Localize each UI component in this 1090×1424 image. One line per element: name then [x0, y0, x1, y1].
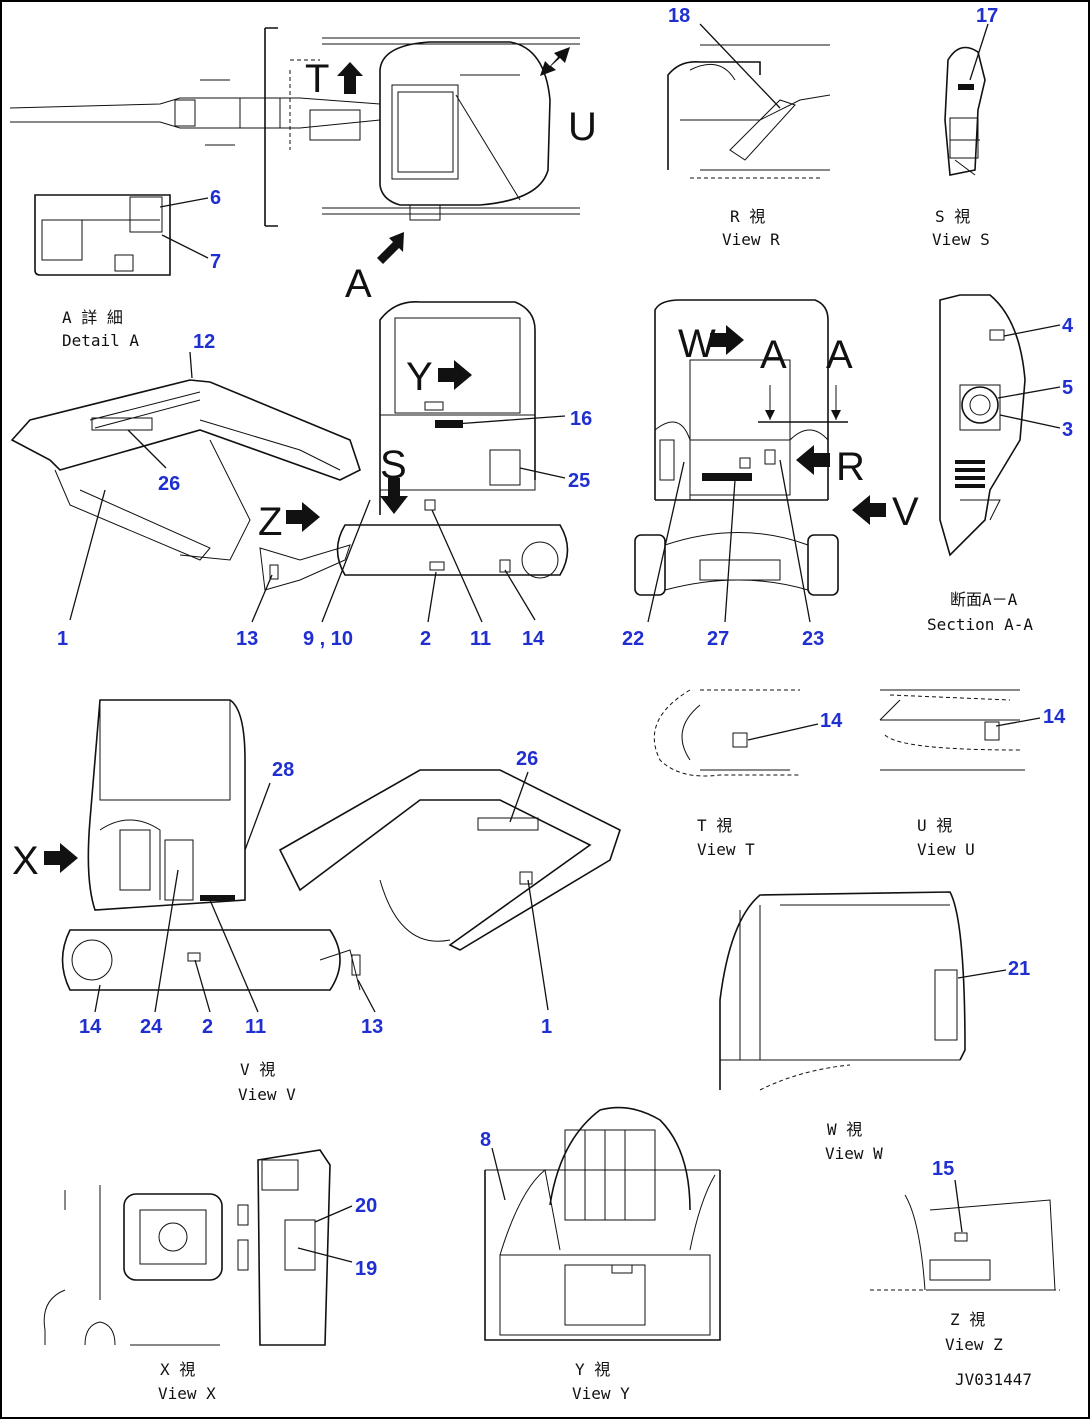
view-w-caption-en: View W	[825, 1144, 883, 1163]
callout-26-side: 26	[158, 473, 180, 495]
callout-13-v: 13	[361, 1016, 383, 1038]
front-view-drawing	[634, 299, 848, 623]
callout-26-v: 26	[516, 748, 538, 770]
view-s-drawing	[944, 23, 989, 176]
callout-11-v: 11	[245, 1016, 266, 1038]
view-t-caption-jp: T 視	[697, 816, 732, 835]
callout-17: 17	[976, 5, 998, 27]
view-x-caption-en: View X	[158, 1384, 216, 1403]
callout-24: 24	[140, 1016, 163, 1038]
view-v-caption-en: View V	[238, 1085, 296, 1104]
callout-1-side: 1	[57, 628, 68, 650]
callout-11-side: 11	[470, 628, 491, 650]
section-aa-caption-en: Section A-A	[927, 615, 1033, 634]
callout-18: 18	[668, 5, 690, 27]
view-v-arrow: V	[852, 490, 919, 534]
svg-text:V: V	[892, 490, 919, 534]
section-aa-drawing	[939, 294, 1061, 557]
view-t-arrow: T	[305, 57, 363, 101]
callout-1-v: 1	[541, 1016, 552, 1038]
view-u-caption-en: View U	[917, 840, 975, 859]
callout-7: 7	[210, 251, 221, 273]
view-u-arrow: U	[540, 47, 597, 149]
detail-a-caption-en: Detail A	[62, 331, 139, 350]
view-s-caption-jp: S 視	[935, 207, 970, 226]
view-z-caption-en: View Z	[945, 1335, 1003, 1354]
svg-text:W: W	[678, 322, 716, 366]
callout-2-v: 2	[202, 1016, 213, 1038]
view-w-arrow: W	[678, 322, 744, 366]
callout-13-side: 13	[236, 628, 258, 650]
callout-14-side: 14	[522, 628, 545, 650]
svg-text:X: X	[12, 839, 39, 883]
callout-27: 27	[707, 628, 729, 650]
view-u-caption-jp: U 視	[917, 816, 952, 835]
view-r-caption-jp: R 視	[730, 207, 765, 226]
view-w-drawing	[719, 891, 1007, 1091]
view-x-caption-jp: X 視	[160, 1360, 195, 1379]
section-aa-caption-jp: 断面A－A	[950, 590, 1018, 609]
svg-text:U: U	[568, 105, 597, 149]
callout-22: 22	[622, 628, 644, 650]
callout-16: 16	[570, 408, 592, 430]
view-x-drawing	[43, 1149, 353, 1346]
callout-19: 19	[355, 1258, 377, 1280]
detail-a-caption-jp: A 詳 細	[62, 308, 123, 327]
svg-text:A: A	[345, 262, 372, 306]
svg-text:Z: Z	[258, 500, 282, 544]
callout-6: 6	[210, 187, 221, 209]
view-u-drawing	[879, 689, 1041, 771]
section-mark-a-right: A	[826, 333, 853, 377]
view-z-arrow: Z	[258, 500, 320, 544]
svg-text:T: T	[305, 57, 329, 101]
view-a-arrow: A	[345, 232, 404, 306]
svg-text:Y: Y	[406, 355, 433, 399]
callout-15: 15	[932, 1158, 954, 1180]
callout-2-side: 2	[420, 628, 431, 650]
view-r-drawing	[667, 23, 831, 179]
callout-28: 28	[272, 759, 294, 781]
callout-3: 3	[1062, 419, 1073, 441]
callout-4: 4	[1062, 315, 1074, 337]
view-z-drawing	[870, 1179, 1060, 1291]
callout-21: 21	[1008, 958, 1030, 980]
callout-14-t: 14	[820, 710, 843, 732]
svg-text:R: R	[836, 445, 865, 489]
callout-20: 20	[355, 1195, 377, 1217]
view-w-caption-jp: W 視	[827, 1120, 862, 1139]
callout-25: 25	[568, 470, 590, 492]
detail-a-drawing	[34, 194, 209, 276]
callout-23: 23	[802, 628, 824, 650]
callout-14-v: 14	[79, 1016, 102, 1038]
view-s-arrow: S	[380, 443, 408, 514]
view-z-caption-jp: Z 視	[950, 1310, 985, 1329]
callout-9-10: 9 , 10	[303, 628, 353, 650]
section-mark-a-left: A	[760, 333, 787, 377]
view-x-arrow: X	[12, 839, 78, 883]
drawing-code: JV031447	[955, 1370, 1032, 1389]
view-y-caption-jp: Y 視	[575, 1360, 610, 1379]
view-y-caption-en: View Y	[572, 1384, 630, 1403]
callout-5: 5	[1062, 377, 1073, 399]
callout-12: 12	[193, 331, 215, 353]
callout-14-u: 14	[1043, 706, 1066, 728]
view-y-drawing	[484, 1106, 721, 1341]
view-y-arrow: Y	[406, 355, 472, 399]
callout-8: 8	[480, 1129, 491, 1151]
side-view-drawing	[10, 301, 569, 623]
view-r-arrow: R	[796, 445, 865, 489]
view-v-drawing	[61, 699, 621, 1013]
top-view-drawing	[9, 27, 580, 227]
view-t-drawing	[653, 689, 819, 777]
view-r-caption-en: View R	[722, 230, 780, 249]
view-s-caption-en: View S	[932, 230, 990, 249]
view-t-caption-en: View T	[697, 840, 755, 859]
view-v-caption-jp: V 視	[240, 1060, 275, 1079]
